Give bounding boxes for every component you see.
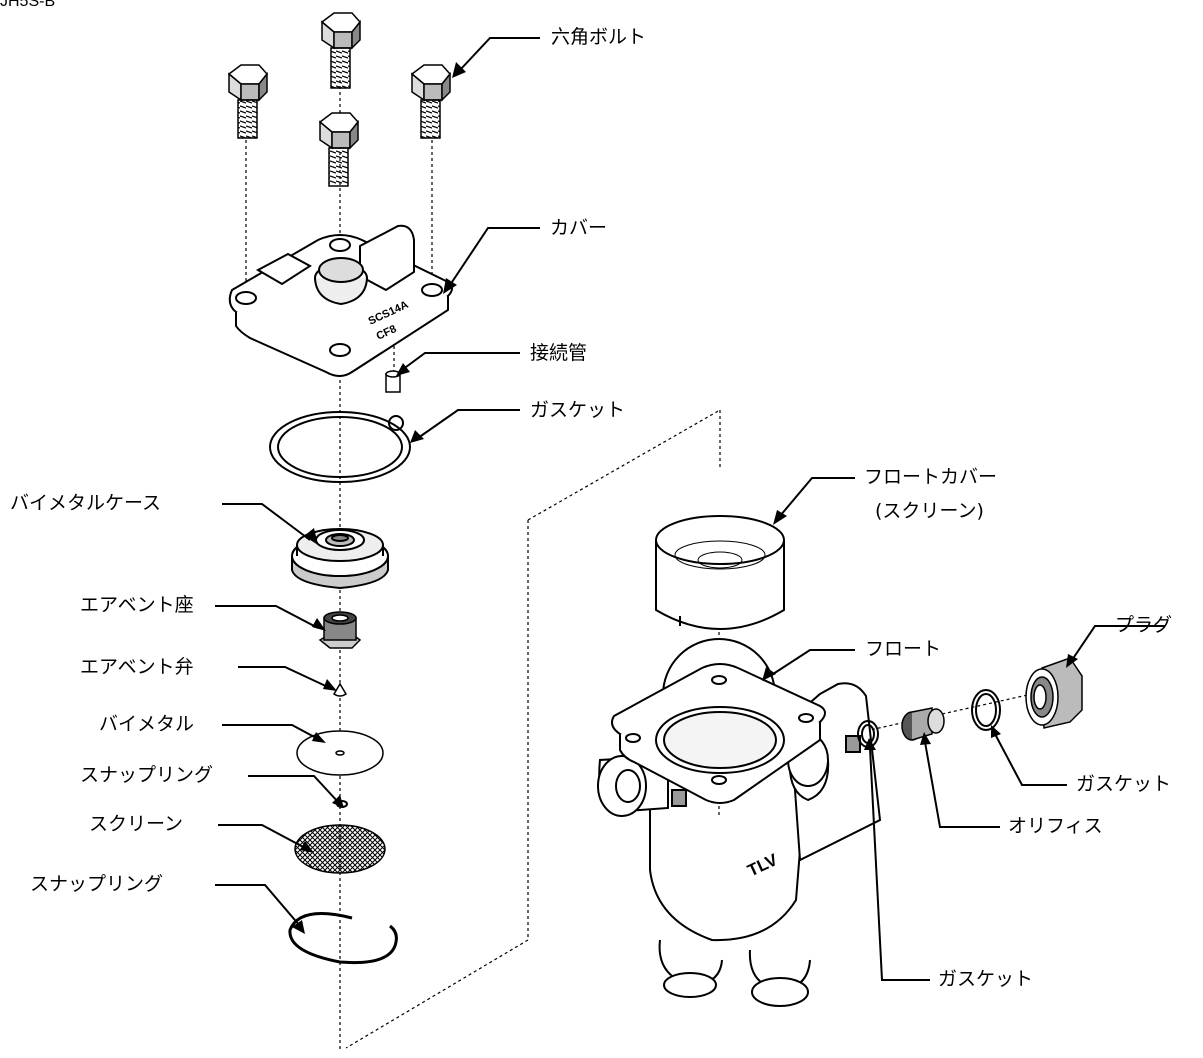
label-gasket-top: ガスケット bbox=[530, 399, 626, 421]
label-air-vent-valve: エアベント弁 bbox=[80, 656, 194, 678]
hex-bolt bbox=[410, 64, 451, 139]
gasket-plug bbox=[971, 689, 1001, 731]
screen-mesh bbox=[294, 824, 386, 874]
label-gasket-plug: ガスケット bbox=[1076, 773, 1172, 795]
connecting-pipe bbox=[385, 370, 401, 393]
label-air-vent-seat: エアベント座 bbox=[80, 594, 194, 616]
label-orifice: オリフィス bbox=[1008, 815, 1103, 837]
snap-ring-large bbox=[288, 912, 398, 965]
label-snap-ring-1: スナップリング bbox=[80, 764, 214, 786]
leader-arrowheads bbox=[292, 62, 1078, 934]
gasket-top bbox=[269, 411, 411, 483]
plug bbox=[1025, 657, 1083, 729]
label-cover: カバー bbox=[550, 217, 608, 239]
label-bimetal: バイメタル bbox=[99, 713, 195, 735]
cover bbox=[228, 224, 453, 377]
label-float-cover-sub: (スクリーン) bbox=[875, 500, 984, 522]
label-float-cover: フロートカバー bbox=[864, 466, 998, 488]
float-cover bbox=[655, 515, 785, 630]
label-float: フロート bbox=[865, 638, 942, 660]
orifice bbox=[901, 707, 945, 741]
label-snap-ring-2: スナップリング bbox=[30, 873, 164, 895]
label-hex-bolt: 六角ボルト bbox=[551, 26, 647, 48]
label-plug: プラグ bbox=[1115, 614, 1173, 636]
label-bimetal-case: バイメタルケース bbox=[10, 492, 162, 514]
label-connecting-pipe: 接続管 bbox=[530, 342, 588, 364]
bimetal-case bbox=[291, 528, 389, 590]
model-number: JH5S-B bbox=[0, 0, 56, 10]
label-screen: スクリーン bbox=[89, 813, 184, 835]
hex-bolt bbox=[320, 12, 361, 89]
air-vent-seat bbox=[318, 611, 362, 649]
air-vent-valve bbox=[332, 682, 348, 697]
bimetal-disc bbox=[296, 730, 384, 776]
hex-bolt bbox=[318, 112, 359, 187]
trap-body bbox=[597, 663, 882, 1007]
label-gasket-orifice: ガスケット bbox=[938, 968, 1034, 990]
hex-bolt bbox=[227, 64, 268, 139]
leader-lines bbox=[215, 37, 1165, 981]
